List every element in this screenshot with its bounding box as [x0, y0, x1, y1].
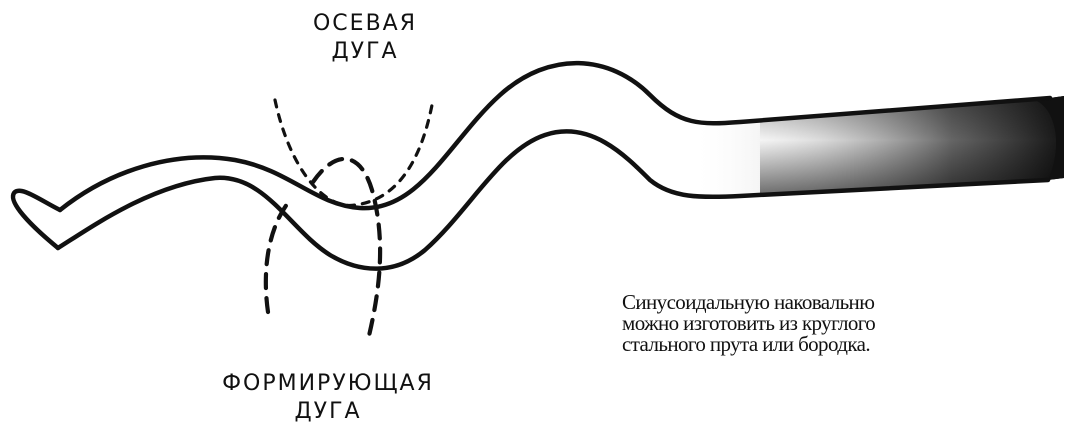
forming-arc-label: ФОРМИРУЮЩАЯ ДУГА [198, 370, 458, 425]
forming-arc-label-line: ФОРМИРУЮЩАЯ [198, 370, 458, 398]
rod-curl-tip [13, 191, 60, 248]
caption-text: Синусоидальную наковальню можно изготови… [622, 292, 982, 355]
axis-arc-label-line: ДУГА [290, 38, 440, 66]
axis-arc-label: ОСЕВАЯ ДУГА [290, 10, 440, 65]
caption-line: Синусоидальную наковальню [622, 292, 982, 313]
axis-arc-label-line: ОСЕВАЯ [290, 10, 440, 38]
caption-line: стального прута или бородка. [622, 334, 982, 355]
caption-line: можно изготовить из круглого [622, 313, 982, 334]
forming-arc-label-line: ДУГА [198, 398, 458, 426]
axis-arc-dashed [275, 100, 432, 205]
